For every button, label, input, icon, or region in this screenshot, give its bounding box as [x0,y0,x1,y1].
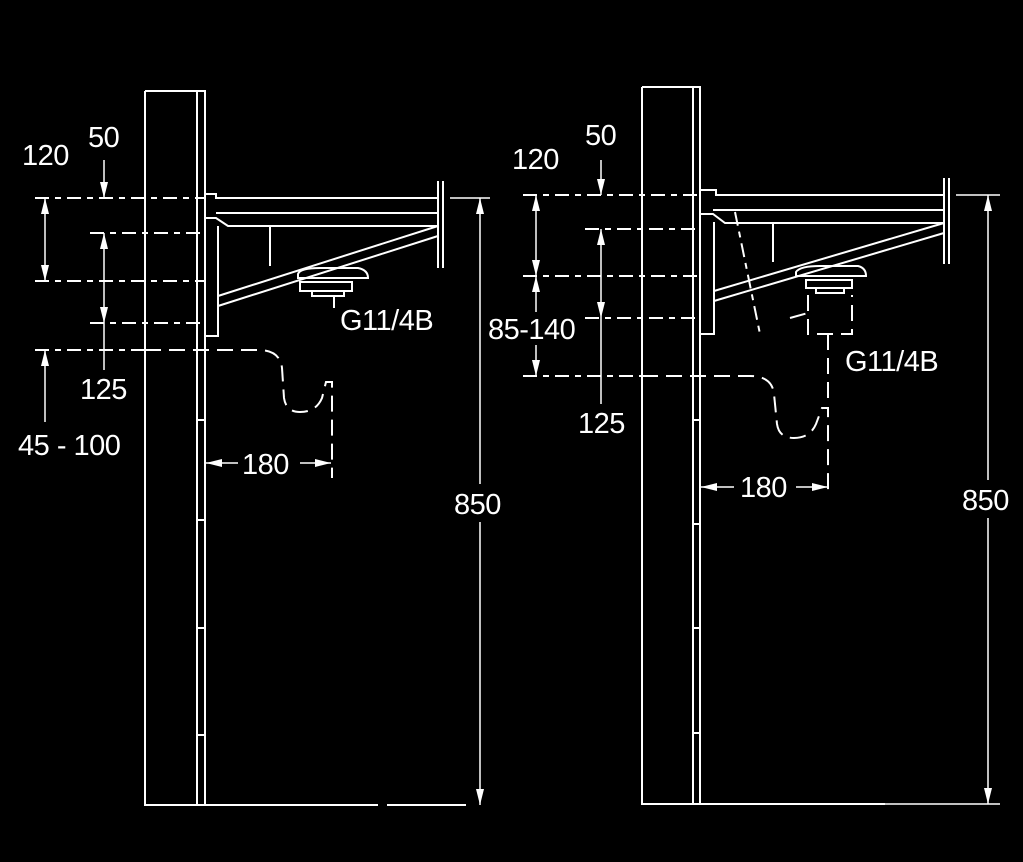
left-extension-lines [35,197,490,351]
left-view: 120 50 125 45 - 100 180 850 G11/4B [18,90,501,806]
left-dim-120: 120 [22,140,69,172]
left-dim-125: 125 [80,374,127,406]
right-dim-180: 180 [740,472,787,504]
right-outlet-box [807,295,853,335]
left-wall [144,90,466,806]
left-dim-50: 50 [88,122,119,154]
right-outlet-label: G11/4B [845,346,938,378]
right-dim-50: 50 [585,120,616,152]
right-basin [699,178,950,335]
left-trap [145,349,333,478]
right-dim-125: 125 [578,408,625,440]
right-extension-lines [523,194,1000,805]
right-wall [641,86,885,805]
right-dim-120: 120 [512,144,559,176]
left-dim-45-100: 45 - 100 [18,430,120,462]
left-basin [204,181,444,337]
left-dim-180: 180 [242,449,289,481]
right-view: 120 50 85-140 125 180 850 G11/4B [488,86,1009,805]
right-trap [642,375,829,494]
left-outlet-label: G11/4B [340,305,433,337]
right-bracket-angle [734,211,761,335]
left-dim-850: 850 [454,489,501,521]
right-dim-85-140: 85-140 [488,314,575,346]
right-dim-850: 850 [962,485,1009,517]
